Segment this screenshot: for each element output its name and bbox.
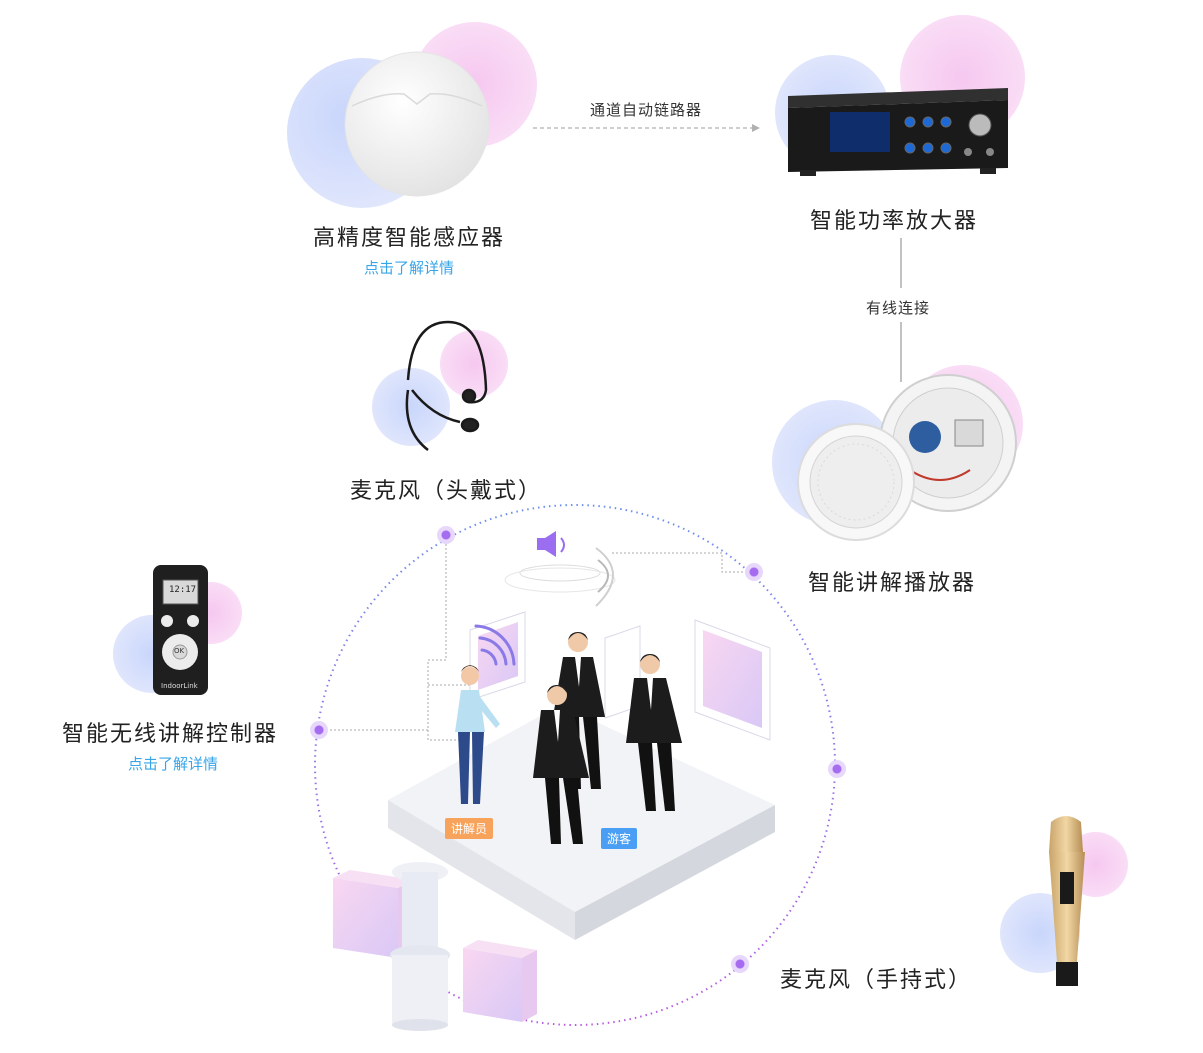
ceiling-speaker-icon: [504, 531, 616, 607]
headset-device: [405, 320, 488, 451]
ring-node-right: [828, 760, 846, 778]
mic-blob-pink: [440, 330, 508, 398]
visitor-tag: 游客: [601, 828, 638, 849]
controller-label: 智能无线讲解控制器: [62, 722, 279, 747]
controller-brand: IndoorLink: [161, 682, 198, 690]
sensor-details-link[interactable]: 点击了解详情: [364, 259, 455, 277]
speaker-label: 智能讲解播放器: [808, 571, 977, 596]
controller-details-link[interactable]: 点击了解详情: [128, 755, 219, 773]
amplifier-device: [788, 88, 1008, 176]
floor-platform: [388, 705, 775, 940]
sensor-amp-connector: [533, 124, 760, 132]
amplifier-label: 智能功率放大器: [810, 209, 979, 234]
ring-node-bottom-right: [731, 955, 749, 973]
crate-right: [463, 940, 537, 1022]
controller-screen-time: 12:17: [169, 585, 197, 595]
controller-ok-key: OK: [174, 647, 185, 655]
speaker-device: [797, 374, 1017, 541]
ring-node-top-right: [745, 563, 763, 581]
guide-tag: 讲解员: [445, 818, 494, 839]
controller-device: [153, 565, 208, 695]
exhibit-panel-right: [694, 619, 771, 741]
signal-waves: [474, 624, 516, 666]
scene-connectors: [330, 540, 752, 741]
handheld-mic-device: [1049, 816, 1085, 986]
sensor-label: 高精度智能感应器: [313, 226, 506, 251]
visitor-figure-2: [626, 654, 682, 811]
mic-blob-blue: [372, 368, 450, 446]
amp-speaker-connection-label: 有线连接: [866, 299, 931, 317]
ring-node-left: [310, 721, 328, 739]
sensor-device: [344, 51, 490, 197]
guide-figure: [455, 665, 500, 804]
sensor-amp-connection-label: 通道自动链路器: [590, 101, 703, 119]
handheld-mic-label: 麦克风（手持式）: [780, 968, 973, 993]
headset-mic-label: 麦克风（头戴式）: [350, 479, 543, 504]
pedestal: [390, 862, 450, 1031]
ring-node-top: [437, 526, 455, 544]
visitor-figure-3: [533, 685, 589, 844]
